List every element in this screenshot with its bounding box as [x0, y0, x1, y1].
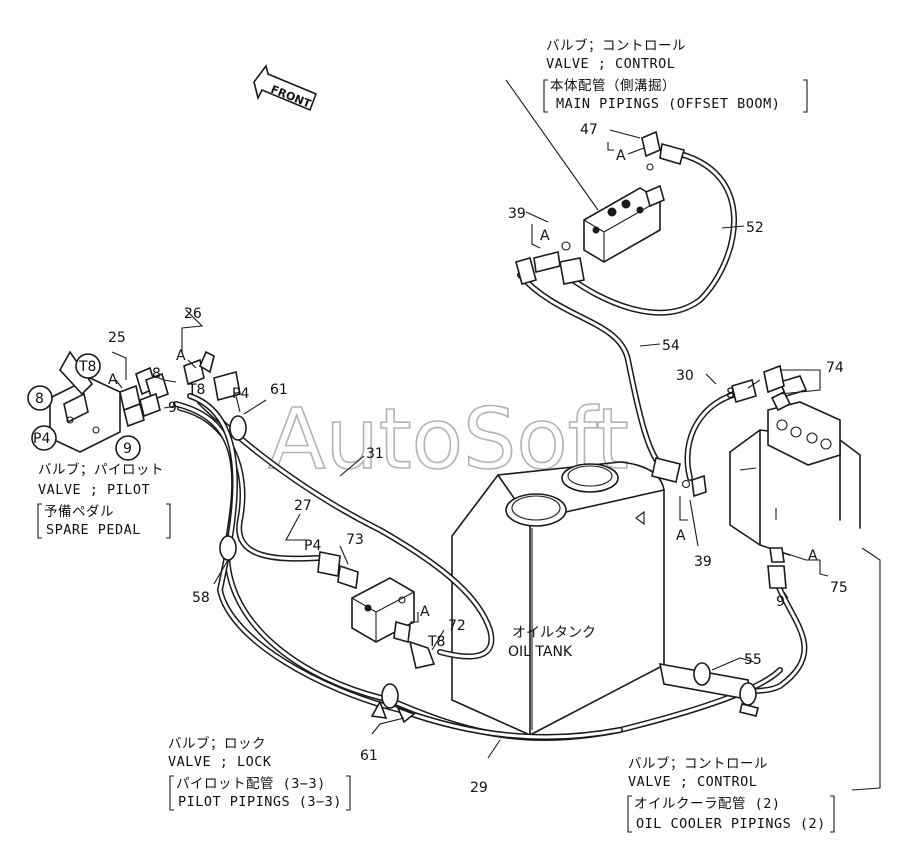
callout-t8: T8 [78, 359, 96, 375]
label-72: 72 [448, 618, 466, 634]
label-a-39-top: A [540, 228, 550, 244]
callout-9: 9 [123, 441, 132, 457]
label-a-39-right: A [676, 528, 686, 544]
caption-lock-jp: バルブ；ロック [168, 735, 266, 752]
label-9-left: 9 [168, 400, 177, 416]
label-a-72: A [420, 604, 430, 620]
label-55: 55 [744, 652, 762, 668]
callout-p4: P4 [33, 431, 50, 447]
caption-top-control-en: VALVE ; CONTROL [546, 56, 675, 72]
caption-lock-sub-en: PILOT PIPINGS (3−3) [178, 794, 342, 810]
caption-pilot-sub-en: SPARE PEDAL [46, 522, 141, 538]
caption-bottom-control-sub-jp: オイルクーラ配管 (2) [634, 796, 781, 812]
part-labels: 47 A 39 A 52 54 26 A 25 A 8 T8 9 P4 61 3… [108, 122, 848, 796]
top-control-valve [561, 163, 665, 263]
label-26: 26 [184, 306, 202, 322]
label-a-47: A [616, 148, 626, 164]
label-39-top: 39 [508, 206, 526, 222]
label-a-75: A [808, 548, 818, 564]
label-61-top: 61 [270, 382, 288, 398]
caption-top-control-sub-en: MAIN PIPINGS (OFFSET BOOM) [556, 96, 780, 112]
label-8-right: 8 [726, 386, 735, 402]
caption-pilot-en: VALVE ; PILOT [38, 482, 150, 498]
oil-tank: オイルタンク OIL TANK [451, 461, 665, 736]
label-39-right: 39 [694, 554, 712, 570]
label-74: 74 [826, 360, 844, 376]
label-p4-mid: P4 [304, 538, 321, 554]
callout-circles: T8 8 P4 9 [27, 353, 141, 461]
oil-tank-label-en: OIL TANK [508, 644, 573, 660]
label-30: 30 [676, 368, 694, 384]
label-75: 75 [830, 580, 848, 596]
label-25: 25 [108, 330, 126, 346]
label-52: 52 [746, 220, 764, 236]
caption-bottom-control-jp: バルブ；コントロール [628, 755, 768, 772]
oil-tank-label-jp: オイルタンク [512, 625, 596, 641]
fittings [49, 130, 787, 724]
caption-bottom-control-en: VALVE ; CONTROL [628, 774, 757, 790]
label-73: 73 [346, 532, 364, 548]
caption-pilot-sub-jp: 予備ペダル [44, 504, 114, 520]
front-direction-arrow: FRONT [253, 64, 318, 112]
label-a-25: A [108, 372, 118, 388]
label-31: 31 [366, 446, 384, 462]
callout-8: 8 [35, 391, 44, 407]
right-control-valve [729, 375, 861, 556]
caption-pilot-jp: バルブ；パイロット [38, 461, 164, 478]
label-61-bottom: 61 [360, 748, 378, 764]
label-p4-left: P4 [232, 386, 249, 402]
caption-lock-sub-jp: パイロット配管 (3−3) [176, 776, 326, 792]
leader-lines [111, 79, 881, 791]
caption-bottom-control: バルブ；コントロール VALVE ; CONTROL オイルクーラ配管 (2) … [627, 755, 835, 833]
caption-bottom-control-sub-en: OIL COOLER PIPINGS (2) [636, 816, 826, 832]
caption-lock-en: VALVE ; LOCK [168, 754, 272, 770]
label-54: 54 [662, 338, 680, 354]
label-47: 47 [580, 122, 598, 138]
label-9-right: 9 [776, 594, 785, 610]
caption-top-control-sub-jp: 本体配管（側溝掘） [550, 78, 676, 94]
label-8-left: 8 [152, 366, 161, 382]
label-t8-left: T8 [187, 382, 205, 398]
label-27: 27 [294, 498, 312, 514]
label-a-26: A [176, 348, 186, 364]
caption-top-control-jp: バルブ；コントロール [546, 37, 686, 54]
caption-top-control: バルブ；コントロール VALVE ; CONTROL 本体配管（側溝掘） MAI… [543, 37, 808, 113]
label-t8-72: T8 [427, 634, 445, 650]
label-58: 58 [192, 590, 210, 606]
label-29: 29 [470, 780, 488, 796]
caption-lock: バルブ；ロック VALVE ; LOCK パイロット配管 (3−3) PILOT… [168, 735, 351, 811]
caption-pilot: バルブ；パイロット VALVE ; PILOT 予備ペダル SPARE PEDA… [37, 461, 171, 539]
